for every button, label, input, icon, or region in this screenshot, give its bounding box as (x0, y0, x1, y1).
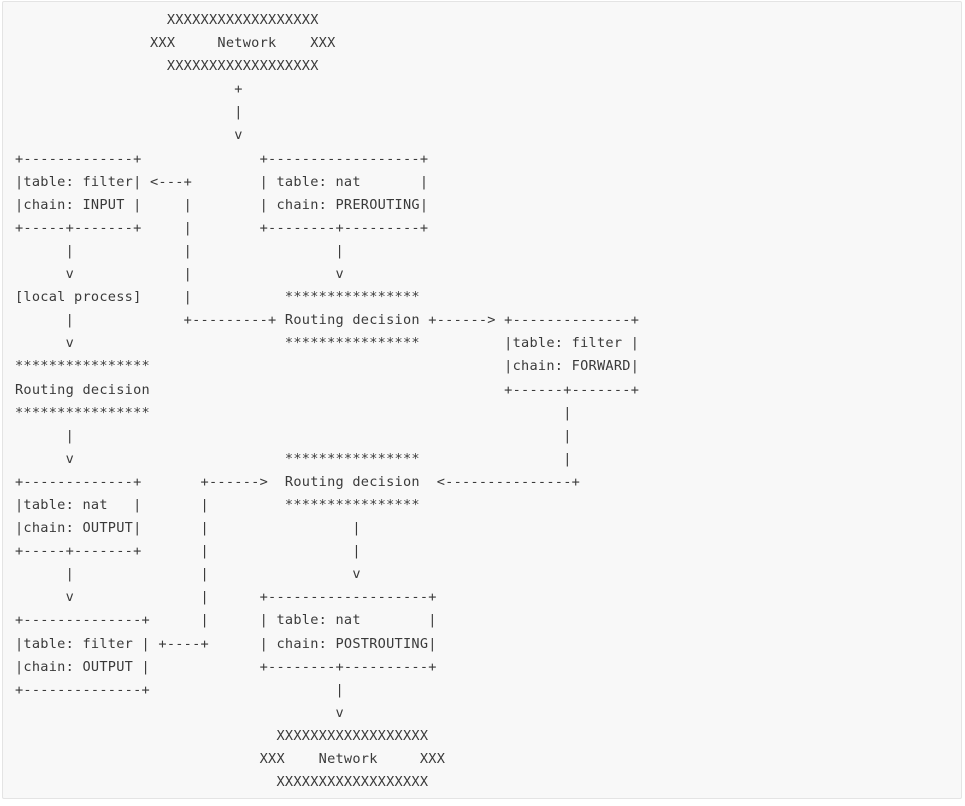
diagram-line: +-------------+ +------> Routing decisio… (15, 473, 581, 490)
diagram-line: |table: nat | | **************** (15, 496, 420, 513)
diagram-line: [local process] | **************** (15, 289, 420, 306)
diagram-line: Routing decision +------+-------+ (15, 381, 640, 398)
diagram-line: XXXXXXXXXXXXXXXXXX (15, 727, 429, 744)
diagram-line: |chain: OUTPUT| | | (15, 520, 361, 537)
diagram-line: +-----+-------+ | +--------+---------+ (15, 219, 429, 236)
diagram-line: |table: filter| <---+ | table: nat | (15, 173, 429, 190)
diagram-line: v (15, 127, 243, 144)
diagram-line: **************** |chain: FORWARD| (15, 358, 640, 375)
diagram-line: v | +-------------------+ (15, 589, 437, 606)
diagram-line: |table: filter | +----+ | chain: POSTROU… (15, 635, 437, 652)
diagram-line: v (15, 704, 344, 721)
diagram-line: v **************** | (15, 450, 572, 467)
diagram-line: XXXXXXXXXXXXXXXXXX (15, 774, 429, 791)
iptables-ascii-diagram: XXXXXXXXXXXXXXXXXX XXX Network XXX XXXXX… (15, 9, 639, 794)
diagram-line: | | v (15, 566, 361, 583)
diagram-line: XXXXXXXXXXXXXXXXXX (15, 12, 319, 28)
diagram-line: v **************** |table: filter | (15, 335, 640, 352)
diagram-line: | | (15, 427, 572, 444)
diagram-line: |chain: OUTPUT | +--------+----------+ (15, 658, 437, 675)
diagram-line: XXXXXXXXXXXXXXXXXX (15, 58, 319, 75)
diagram-line: |chain: INPUT | | | chain: PREROUTING| (15, 196, 429, 213)
diagram-line: XXX Network XXX (15, 751, 446, 767)
diagram-line: +--------------+ | | table: nat | (15, 612, 437, 629)
diagram-line: +--------------+ | (15, 681, 344, 698)
diagram-line: | +---------+ Routing decision +------> … (15, 312, 640, 329)
diagram-line: **************** | (15, 404, 572, 421)
diagram-line: +-----+-------+ | | (15, 543, 361, 560)
diagram-line: | | | (15, 242, 344, 259)
diagram-line: v | v (15, 266, 344, 283)
diagram-line: +-------------+ +------------------+ (15, 150, 429, 167)
diagram-line: XXX Network XXX (15, 35, 336, 52)
diagram-line: + (15, 81, 243, 98)
diagram-line: | (15, 104, 243, 121)
